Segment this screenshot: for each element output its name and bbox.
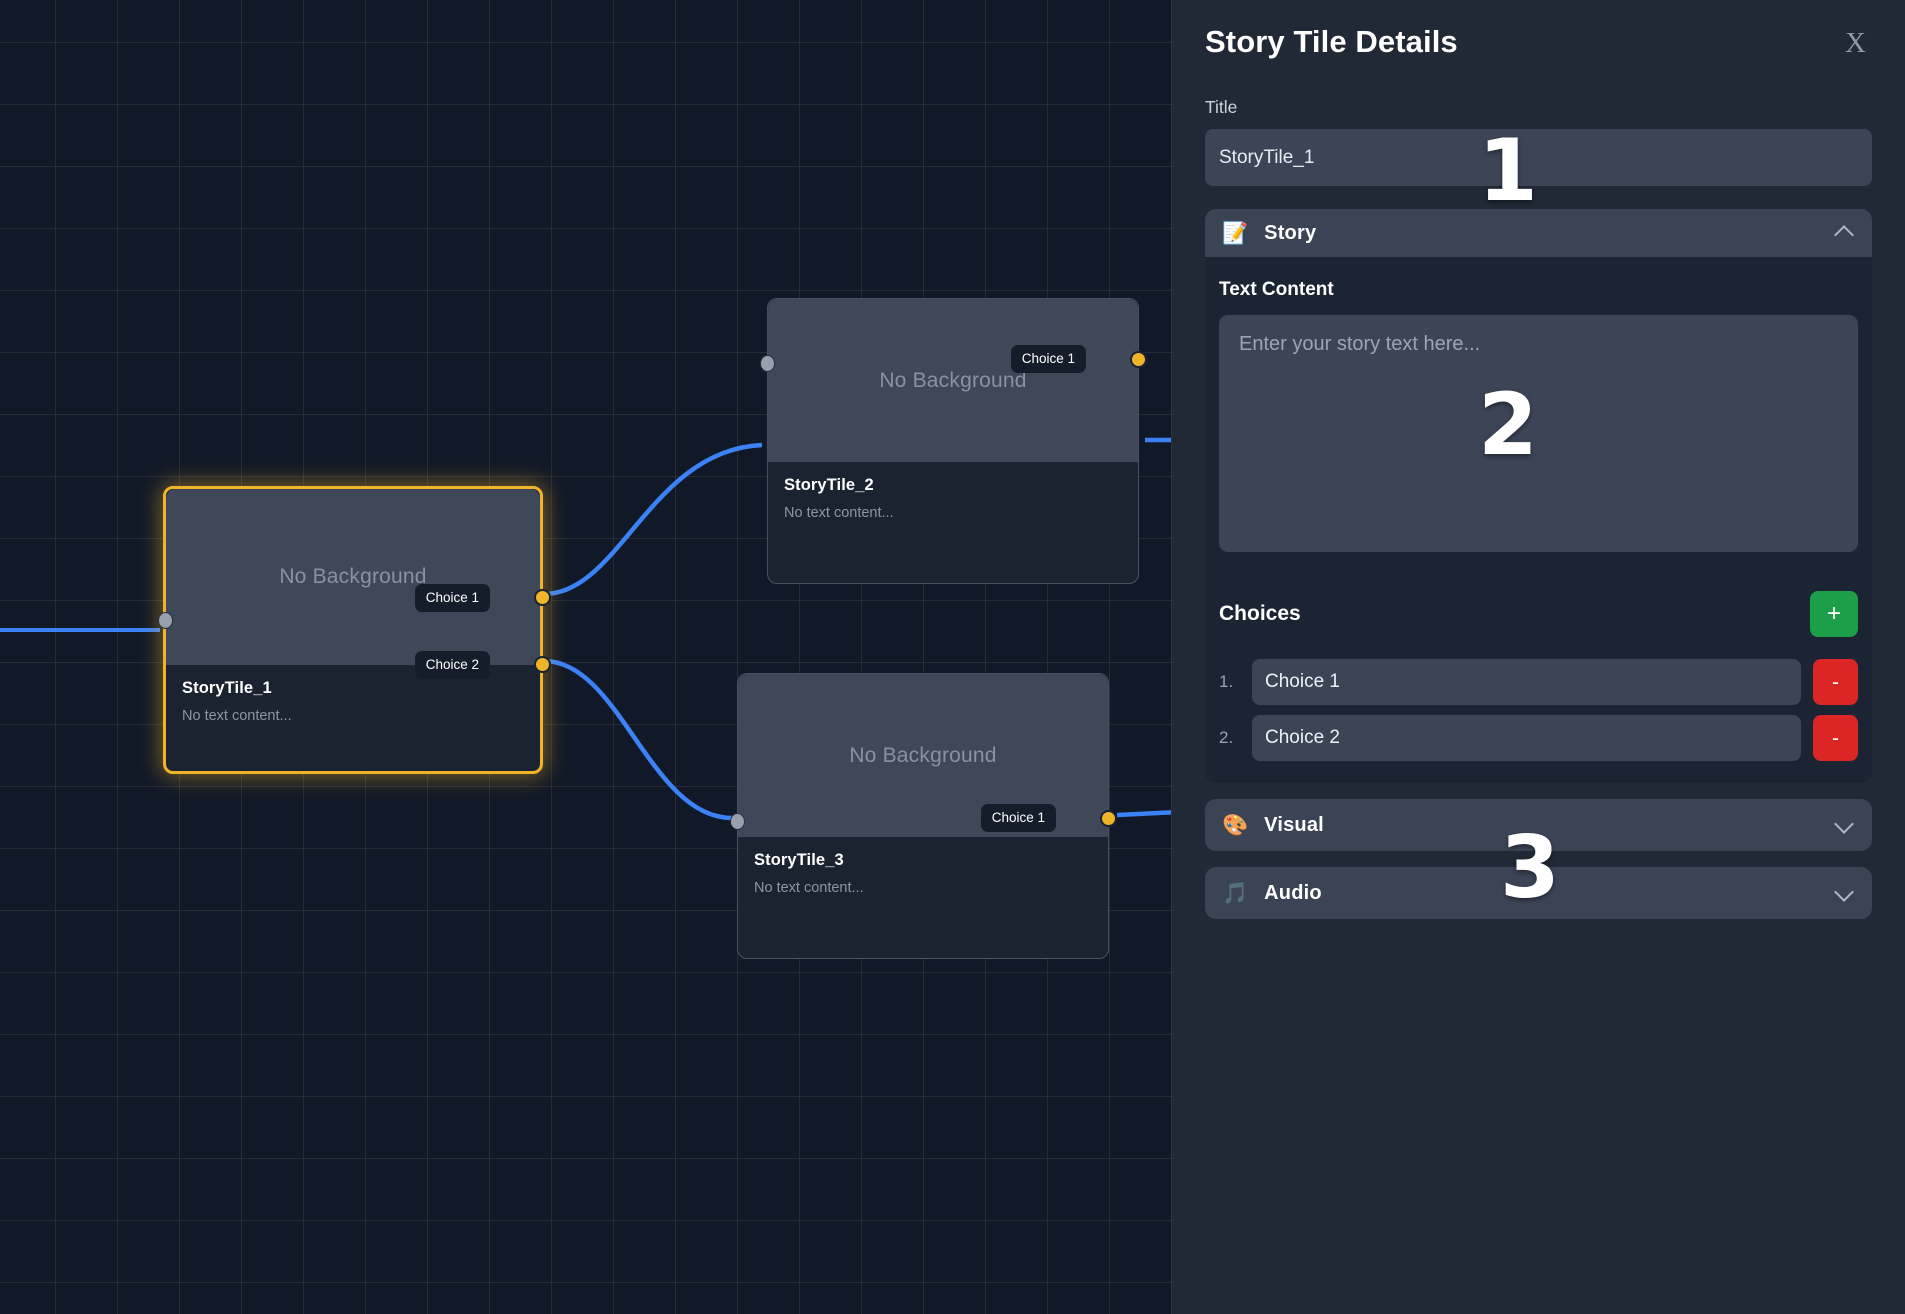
section-visual-label: Visual	[1264, 813, 1324, 836]
edge-tile1-choice2	[543, 658, 733, 821]
node-title: StoryTile_1	[182, 679, 272, 697]
section-visual-header[interactable]: 🎨 Visual	[1205, 799, 1872, 851]
node-subtitle: No text content...	[784, 505, 894, 521]
output-handle-choice-2[interactable]	[534, 656, 551, 673]
title-field-label: Title	[1205, 97, 1238, 117]
section-story: 📝 Story Text Content Choices + 1. - 2.	[1205, 209, 1872, 783]
node-graph-canvas[interactable]: No Background StoryTile_1 No text conten…	[0, 0, 1171, 1314]
chevron-down-icon[interactable]	[1835, 816, 1854, 835]
section-audio-label: Audio	[1264, 881, 1322, 904]
edge-tile1-choice1	[543, 442, 763, 597]
node-storytile-3-inner: No Background StoryTile_3 No text conten…	[738, 674, 1108, 958]
choice-index: 2.	[1219, 728, 1234, 747]
node-storytile-1[interactable]: No Background StoryTile_1 No text conten…	[158, 486, 551, 774]
choice-row: 2. -	[1219, 715, 1858, 761]
memo-icon: 📝	[1222, 221, 1249, 245]
choice-input-1[interactable]	[1252, 659, 1801, 705]
chevron-up-icon[interactable]	[1835, 224, 1854, 243]
node-choice-badge-1[interactable]: Choice 1	[414, 584, 490, 612]
choice-row: 1. -	[1219, 659, 1858, 705]
input-handle[interactable]	[760, 355, 775, 372]
node-body: StoryTile_1 No text content...	[166, 665, 540, 771]
remove-choice-button-2[interactable]: -	[1813, 715, 1858, 761]
output-handle-choice-1[interactable]	[1100, 810, 1117, 827]
node-background-preview: No Background	[166, 489, 540, 665]
node-background-label: No Background	[879, 368, 1027, 392]
input-handle[interactable]	[730, 813, 745, 830]
node-storytile-2[interactable]: No Background StoryTile_2 No text conten…	[760, 298, 1147, 584]
node-choice-badge-1[interactable]: Choice 1	[980, 804, 1056, 832]
add-choice-button[interactable]: +	[1810, 591, 1858, 637]
remove-choice-button-1[interactable]: -	[1813, 659, 1858, 705]
text-content-label: Text Content	[1219, 279, 1334, 300]
story-tile-details-panel: Story Tile Details X Title 📝 Story Text …	[1171, 0, 1905, 1314]
node-body: StoryTile_2 No text content...	[768, 462, 1138, 583]
title-input[interactable]	[1205, 129, 1872, 186]
section-story-body: Text Content Choices + 1. - 2. -	[1205, 257, 1872, 783]
edge-tile3-choice1	[1116, 810, 1171, 818]
node-background-preview: No Background	[768, 299, 1138, 462]
section-audio: 🎵 Audio	[1205, 867, 1872, 919]
output-handle-choice-1[interactable]	[1130, 351, 1147, 368]
node-choice-badge-1[interactable]: Choice 1	[1010, 345, 1086, 373]
section-visual: 🎨 Visual	[1205, 799, 1872, 851]
section-audio-header[interactable]: 🎵 Audio	[1205, 867, 1872, 919]
choices-label: Choices	[1219, 602, 1301, 625]
node-title: StoryTile_3	[754, 851, 844, 869]
page-title: Story Tile Details	[1205, 24, 1458, 59]
chevron-down-icon[interactable]	[1835, 884, 1854, 903]
close-icon[interactable]: X	[1845, 27, 1866, 59]
node-title: StoryTile_2	[784, 476, 874, 494]
choice-index: 1.	[1219, 672, 1234, 691]
section-story-header[interactable]: 📝 Story	[1205, 209, 1872, 257]
node-body: StoryTile_3 No text content...	[738, 837, 1108, 958]
node-storytile-2-inner: No Background StoryTile_2 No text conten…	[768, 299, 1138, 583]
input-handle[interactable]	[158, 612, 173, 629]
choice-input-2[interactable]	[1252, 715, 1801, 761]
node-subtitle: No text content...	[754, 880, 864, 896]
node-subtitle: No text content...	[182, 708, 292, 724]
palette-icon: 🎨	[1222, 813, 1249, 837]
panel-header: Story Tile Details X	[1205, 0, 1872, 60]
node-storytile-1-inner: No Background StoryTile_1 No text conten…	[166, 489, 540, 771]
choices-header: Choices +	[1219, 557, 1858, 649]
story-text-input[interactable]	[1219, 315, 1858, 552]
output-handle-choice-1[interactable]	[534, 589, 551, 606]
node-background-label: No Background	[849, 743, 997, 767]
section-story-label: Story	[1264, 221, 1317, 244]
node-choice-badge-2[interactable]: Choice 2	[414, 651, 490, 679]
music-note-icon: 🎵	[1222, 881, 1249, 905]
node-background-label: No Background	[279, 565, 427, 588]
node-storytile-3[interactable]: No Background StoryTile_3 No text conten…	[730, 673, 1117, 959]
